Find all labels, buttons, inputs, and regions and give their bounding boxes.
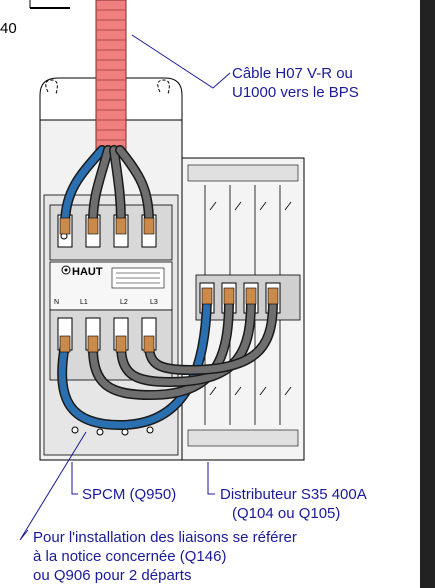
lower-wires bbox=[57, 295, 278, 431]
distributor-module bbox=[181, 157, 305, 461]
haut-marking: HAUT bbox=[72, 266, 103, 278]
terminal-mark-l2: L2 bbox=[120, 299, 128, 306]
note-label-line3: ou Q906 pour 2 départs bbox=[33, 567, 192, 584]
figure-number: 40 bbox=[0, 20, 17, 37]
upper-lugs bbox=[59, 217, 155, 235]
lower-lugs bbox=[59, 287, 279, 353]
right-margin-bar bbox=[420, 0, 435, 588]
distributor-label-line2: (Q104 ou Q105) bbox=[232, 505, 341, 522]
spcm-leader bbox=[71, 462, 78, 495]
upper-wires bbox=[60, 145, 154, 227]
distributor-label-line1: Distributeur S35 400A bbox=[220, 486, 367, 503]
incoming-cable bbox=[95, 0, 127, 156]
terminal-mark-n: N bbox=[54, 299, 59, 306]
leader-lines bbox=[19, 34, 231, 541]
distributor-leader bbox=[207, 462, 215, 495]
cable-label-line2: U1000 vers le BPS bbox=[232, 84, 359, 101]
cable-leader bbox=[131, 34, 231, 89]
note-label-line2: à la notice concernée (Q146) bbox=[33, 548, 227, 565]
terminal-mark-l1: L1 bbox=[80, 299, 88, 306]
note-label-line1: Pour l'installation des liaisons se réfé… bbox=[33, 529, 297, 546]
cable-label-line1: Câble H07 V-R ou bbox=[232, 65, 353, 82]
note-leader bbox=[19, 431, 87, 541]
spcm-label: SPCM (Q950) bbox=[82, 486, 177, 503]
terminal-mark-l3: L3 bbox=[150, 299, 158, 306]
